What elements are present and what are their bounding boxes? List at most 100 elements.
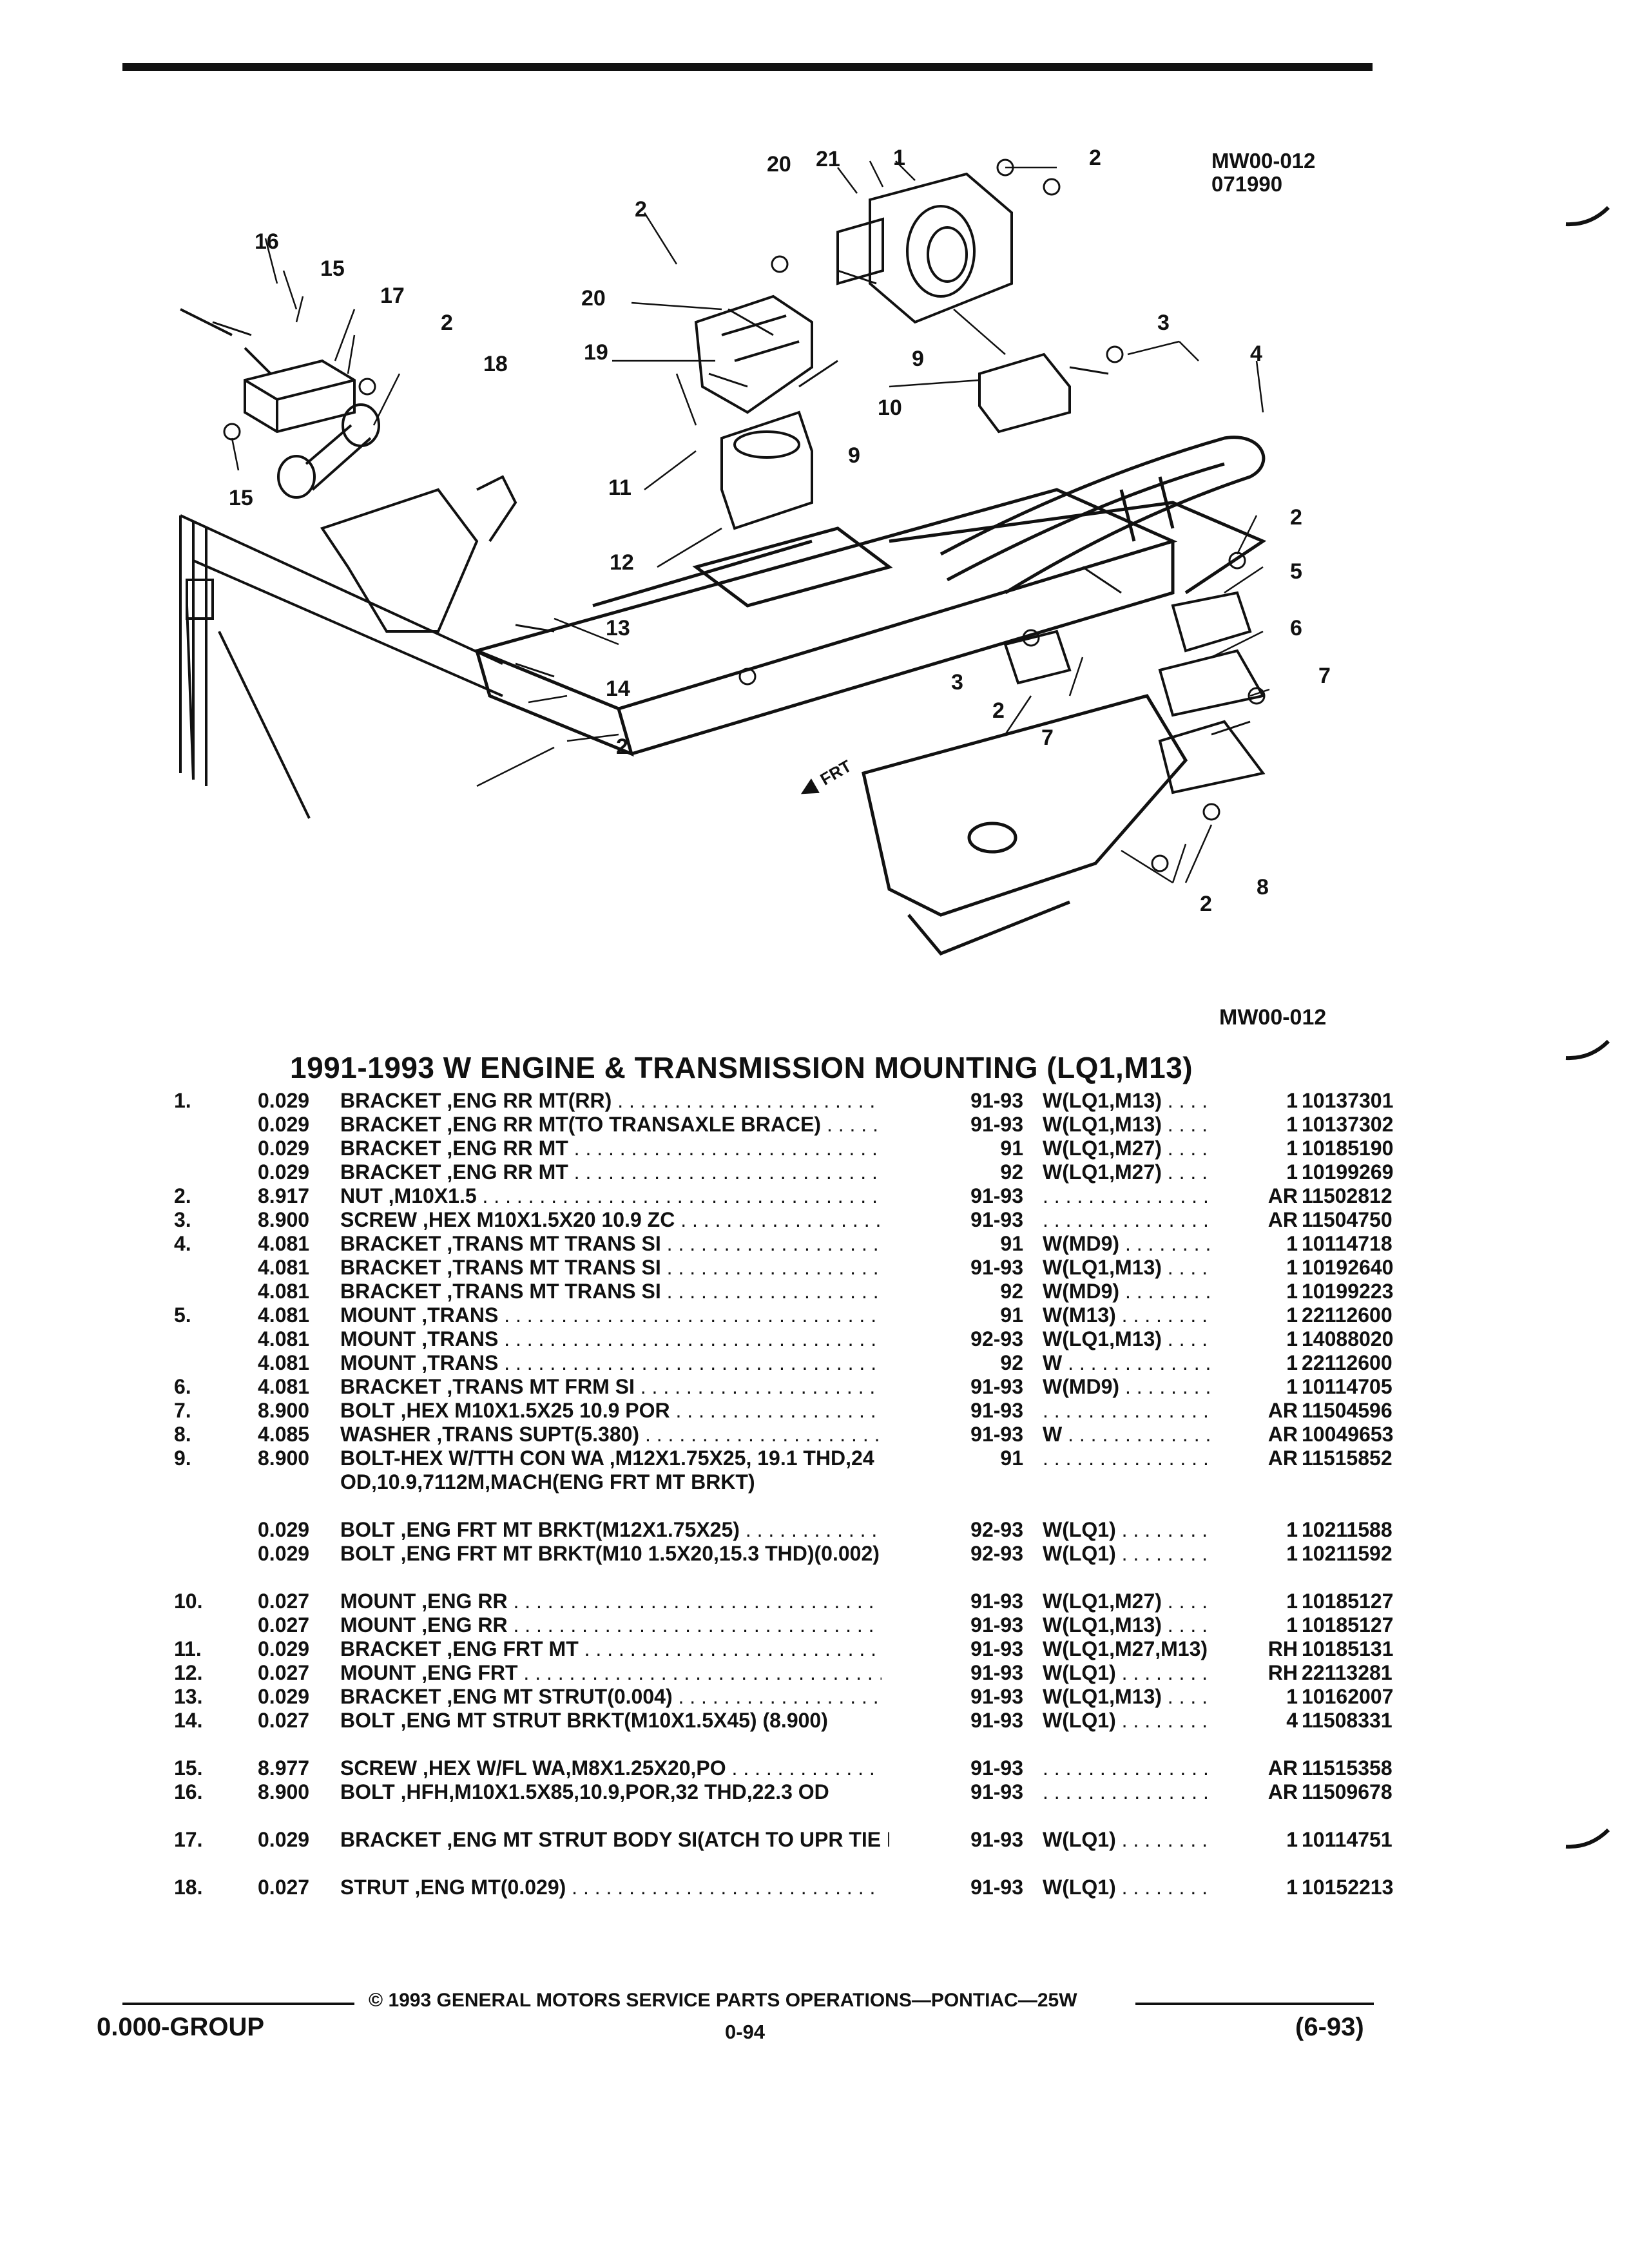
item-part-number: 11515852 [1302,1446,1393,1470]
dot-leader: . . . . . . . . . . . . . . . . . . . . … [1167,1089,1211,1112]
item-description: MOUNT ,TRANS . . . . . . . . . . . . . .… [340,1327,882,1351]
callout-6: 6 [1290,616,1302,640]
item-usage: W(LQ1) . . . . . . . . . . . . . . . . .… [1043,1661,1211,1685]
item-qty-code: 0.029 [258,1542,310,1565]
dot-leader: . . . . . . . . . . . . . . . . . . . . … [504,1303,882,1327]
item-usage: W(LQ1) . . . . . . . . . . . . . . . . .… [1043,1542,1211,1566]
item-quantity: 4 [1213,1709,1298,1733]
item-usage: . . . . . . . . . . . . . . . . . . . . … [1043,1184,1211,1208]
dot-leader: . . . . . . . . . . . . . . . . . . . . … [1043,1208,1211,1231]
front-mount-bracket [694,294,813,530]
item-description: BRACKET ,ENG RR MT(RR) . . . . . . . . .… [340,1089,882,1113]
item-description: MOUNT ,ENG RR . . . . . . . . . . . . . … [340,1613,882,1637]
dot-leader: . . . . . . . . . . . . . . . . . . . . … [1124,1375,1211,1398]
callout-14: 14 [606,677,630,701]
item-description: BOLT ,HFH,M10X1.5X85,10.9,POR,32 THD,22.… [340,1780,829,1803]
dot-leader: . . . . . . . . . . . . . . . . . . . . … [678,1685,882,1708]
figure-id-code: MW00-012 [1211,149,1316,173]
item-description: BOLT-HEX W/TTH CON WA ,M12X1.75X25, 19.1… [340,1446,874,1494]
item-description: BRACKET ,TRANS MT TRANS SI . . . . . . .… [340,1232,882,1256]
item-part-number: 10114705 [1302,1375,1393,1398]
item-quantity: 1 [1213,1160,1298,1184]
callout-9-low: 9 [848,443,860,468]
item-description: BRACKET ,TRANS MT FRM SI . . . . . . . .… [340,1375,882,1399]
dot-leader: . . . . . . . . . . . . . . . . . . . . … [574,1137,882,1160]
item-description: BRACKET ,ENG RR MT . . . . . . . . . . .… [340,1160,882,1184]
item-usage: W(LQ1) . . . . . . . . . . . . . . . . .… [1043,1876,1211,1899]
item-part-number: 10211592 [1302,1542,1393,1565]
item-usage: . . . . . . . . . . . . . . . . . . . . … [1043,1756,1211,1780]
item-description: BRACKET ,TRANS MT TRANS SI . . . . . . .… [340,1256,882,1280]
item-usage: W(LQ1,M27) . . . . . . . . . . . . . . .… [1043,1137,1211,1160]
item-description: BRACKET ,ENG RR MT(TO TRANSAXLE BRACE) .… [340,1113,882,1137]
callout-10: 10 [878,396,902,420]
footer-rule-right [1135,2003,1374,2005]
binding-tab-mark-mid [1565,1039,1610,1061]
footer-copyright: © 1993 GENERAL MOTORS SERVICE PARTS OPER… [369,1990,1077,2011]
item-quantity: 1 [1213,1828,1298,1852]
dot-leader: . . . . . . . . . . . . . . . . . . . . … [644,1423,882,1446]
callout-2-bottom: 2 [1200,892,1212,916]
item-quantity: 1 [1213,1542,1298,1566]
parts-row: 0.029 BOLT ,ENG FRT MT BRKT(M12X1.75X25) … [174,1518,1393,1542]
item-years: 91 [889,1446,1023,1470]
footer-group: 0.000-GROUP [97,2013,265,2041]
item-description: BOLT ,ENG FRT MT BRKT(M12X1.75X25) . . .… [340,1518,882,1542]
item-quantity: 1 [1213,1876,1298,1899]
item-description: BRACKET ,ENG RR MT . . . . . . . . . . .… [340,1137,882,1160]
callout-2-right: 2 [1290,505,1302,530]
dot-leader: . . . . . . . . . . . . . . . . . . . . … [1167,1256,1211,1279]
dot-leader: . . . . . . . . . . . . . . . . . . . . … [731,1756,882,1780]
item-quantity: 1 [1213,1518,1298,1542]
dot-leader: . . . . . . . . . . . . . . . . . . . . … [1121,1518,1211,1541]
item-years: 91 [889,1303,1023,1327]
callout-4: 4 [1250,341,1262,366]
item-years: 91-93 [889,1709,1023,1733]
item-years: 92 [889,1351,1023,1375]
item-qty-code: 4.081 [258,1280,310,1303]
item-quantity: 1 [1213,1613,1298,1637]
callout-8: 8 [1257,875,1269,899]
item-usage: W(MD9) . . . . . . . . . . . . . . . . .… [1043,1280,1211,1303]
item-part-number: 11504750 [1302,1208,1393,1231]
callout-15-top: 15 [320,256,345,281]
item-years: 91-93 [889,1756,1023,1780]
item-years: 91 [889,1137,1023,1160]
item-usage: W(LQ1) . . . . . . . . . . . . . . . . .… [1043,1828,1211,1852]
item-years: 92 [889,1160,1023,1184]
engine-cradle [472,488,1267,956]
top-rule [122,63,1373,71]
dot-leader: . . . . . . . . . . . . . . . . . . . . … [1167,1327,1211,1350]
item-years: 91-93 [889,1208,1023,1232]
dot-leader: . . . . . . . . . . . . . . . . . . . . … [1043,1780,1211,1803]
item-part-number: 10114751 [1302,1828,1393,1851]
dot-leader: . . . . . . . . . . . . . . . . . . . . … [617,1089,882,1112]
item-quantity: 1 [1213,1137,1298,1160]
callout-9-mid: 9 [912,347,924,371]
dot-leader: . . . . . . . . . . . . . . . . . . . . … [1121,1709,1211,1732]
item-years: 91-93 [889,1637,1023,1661]
item-qty-code: 0.029 [258,1518,310,1541]
dot-leader: . . . . . . . . . . . . . . . . . . . . … [523,1661,882,1684]
dot-leader: . . . . . . . . . . . . . . . . . . . . … [574,1160,882,1184]
item-description: MOUNT ,ENG FRT . . . . . . . . . . . . .… [340,1661,882,1685]
dot-leader: . . . . . . . . . . . . . . . . . . . . … [666,1256,882,1279]
brace-tube [940,436,1266,595]
item-years: 91-93 [889,1613,1023,1637]
item-ref: 13. [174,1685,203,1708]
item-part-number: 10162007 [1302,1685,1394,1708]
item-usage: W(MD9) . . . . . . . . . . . . . . . . .… [1043,1232,1211,1256]
item-usage: W(LQ1,M13) . . . . . . . . . . . . . . .… [1043,1256,1211,1280]
item-ref: 15. [174,1756,203,1780]
